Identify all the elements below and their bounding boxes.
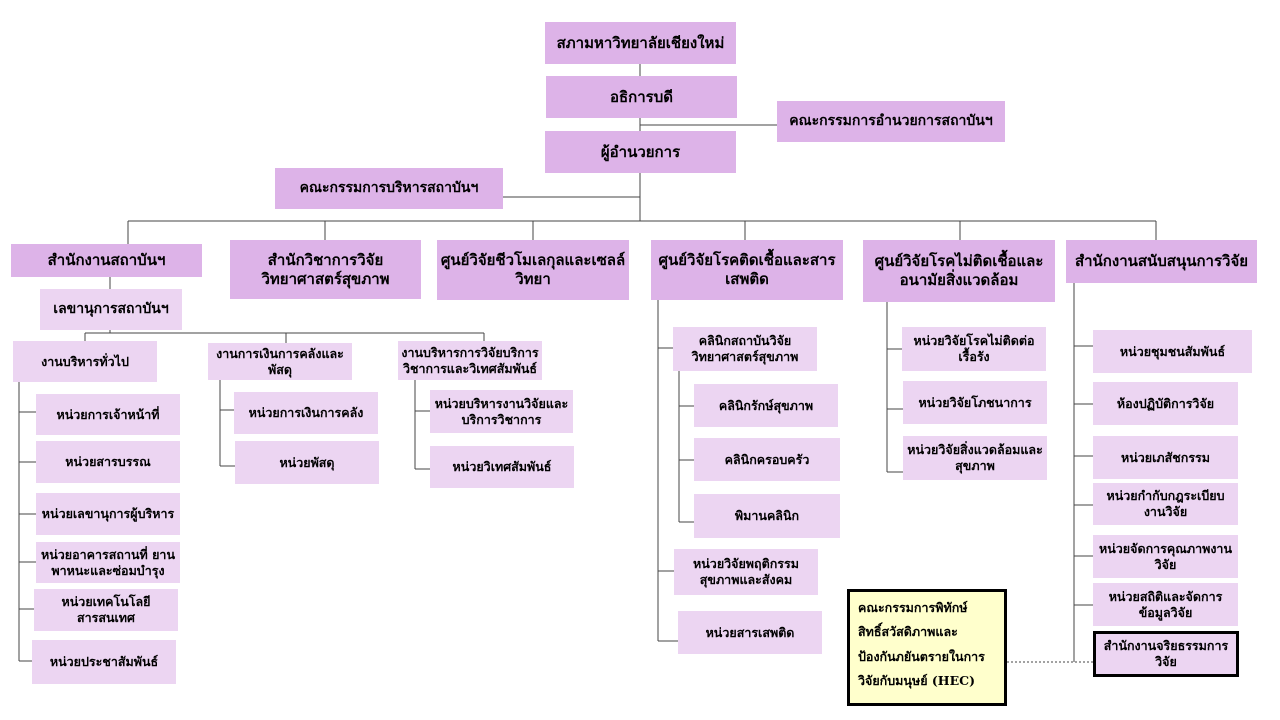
- section-general-box: งานบริหารทั่วไป: [13, 341, 157, 382]
- general-unit-box: หน่วยการเจ้าหน้าที่: [36, 394, 180, 435]
- clinic-unit-box: คลินิกรักษ์สุขภาพ: [694, 384, 838, 427]
- finance-unit-box: หน่วยพัสดุ: [235, 441, 379, 484]
- hec-committee-box: คณะกรรมการพิทักษ์ สิทธิ์สวัสดิภาพและ ป้อ…: [847, 589, 1007, 706]
- support-unit-box: หน่วยเภสัชกรรม: [1093, 436, 1238, 479]
- ncd-unit-box: หน่วยวิจัยโรคไม่ติดต่อเรื้อรัง: [902, 327, 1046, 371]
- support-unit-box: หน่วยกำกับกฎระเบียบงานวิจัย: [1093, 483, 1238, 525]
- support-unit-box: หน่วยจัดการคุณภาพงานวิจัย: [1093, 535, 1238, 578]
- general-unit-box: หน่วยเลขานุการผู้บริหาร: [36, 493, 180, 535]
- general-unit-box: หน่วยอาคารสถานที่ ยานพาหนะและซ่อมบำรุง: [36, 542, 180, 583]
- clinic-unit-box: พิมานคลินิก: [694, 494, 840, 538]
- office-secretary-box: เลขานุการสถาบันฯ: [40, 289, 182, 330]
- general-unit-box: หน่วยเทคโนโลยีสารสนเทศ: [34, 589, 178, 631]
- ncd-unit-box: หน่วยวิจัยโภชนาการ: [903, 381, 1047, 424]
- general-unit-box: หน่วยประชาสัมพันธ์: [32, 640, 176, 684]
- clinic-unit-box: คลินิกครอบครัว: [694, 438, 840, 481]
- dept-molecular-box: ศูนย์วิจัยชีวโมเลกุลและเซลล์วิทยา: [437, 240, 629, 300]
- general-unit-box: หน่วยสารบรรณ: [36, 441, 180, 483]
- dept-office-box: สำนักงานสถาบันฯ: [11, 244, 202, 277]
- support-unit-box: ห้องปฏิบัติการวิจัย: [1093, 382, 1238, 425]
- institute-admin-committee-box: คณะกรรมการบริหารสถาบันฯ: [275, 168, 503, 209]
- behavior-research-unit-box: หน่วยวิจัยพฤติกรรมสุขภาพและสังคม: [674, 549, 818, 595]
- hec-line: วิจัยกับมนุษย์ (HEC): [858, 673, 975, 689]
- support-unit-box: หน่วยสถิติและจัดการข้อมูลวิจัย: [1093, 583, 1238, 626]
- dept-noncommunicable-box: ศูนย์วิจัยโรคไม่ติดเชื้อและอนามัยสิ่งแวด…: [863, 240, 1055, 302]
- ncd-unit-box: หน่วยวิจัยสิ่งแวดล้อมและสุขภาพ: [903, 436, 1047, 480]
- hec-line: ป้องกันภยันตรายในการ: [858, 648, 985, 664]
- section-finance-box: งานการเงินการคลังและพัสดุ: [208, 343, 352, 380]
- ethics-office-box: สำนักงานจริยธรรมการวิจัย: [1093, 631, 1239, 677]
- university-council-box: สภามหาวิทยาลัยเชียงใหม่: [545, 22, 736, 64]
- research-service-unit-box: หน่วยบริหารงานวิจัยและบริการวิชาการ: [430, 390, 573, 433]
- drug-unit-box: หน่วยสารเสพติด: [678, 611, 822, 654]
- dept-academic-box: สำนักวิชาการวิจัย วิทยาศาสตร์สุขภาพ: [230, 240, 421, 299]
- hec-line: สิทธิ์สวัสดิภาพและ: [858, 624, 958, 640]
- support-unit-box: หน่วยชุมชนสัมพันธ์: [1093, 330, 1252, 373]
- section-research-services-box: งานบริหารการวิจัยบริการวิชาการและวิเทศสั…: [398, 341, 542, 380]
- finance-unit-box: หน่วยการเงินการคลัง: [234, 392, 378, 434]
- research-service-unit-box: หน่วยวิเทศสัมพันธ์: [430, 446, 574, 488]
- dept-infectious-box: ศูนย์วิจัยโรคติดเชื้อและสารเสพติด: [651, 240, 843, 300]
- institute-management-committee-box: คณะกรรมการอำนวยการสถาบันฯ: [777, 101, 1005, 142]
- dept-support-box: สำนักงานสนับสนุนการวิจัย: [1066, 240, 1257, 283]
- hec-line: คณะกรรมการพิทักษ์: [858, 600, 968, 615]
- research-clinic-box: คลินิกสถาบันวิจัย วิทยาศาสตร์สุขภาพ: [673, 327, 817, 371]
- president-box: อธิการบดี: [546, 76, 737, 118]
- director-box: ผู้อำนวยการ: [545, 131, 736, 173]
